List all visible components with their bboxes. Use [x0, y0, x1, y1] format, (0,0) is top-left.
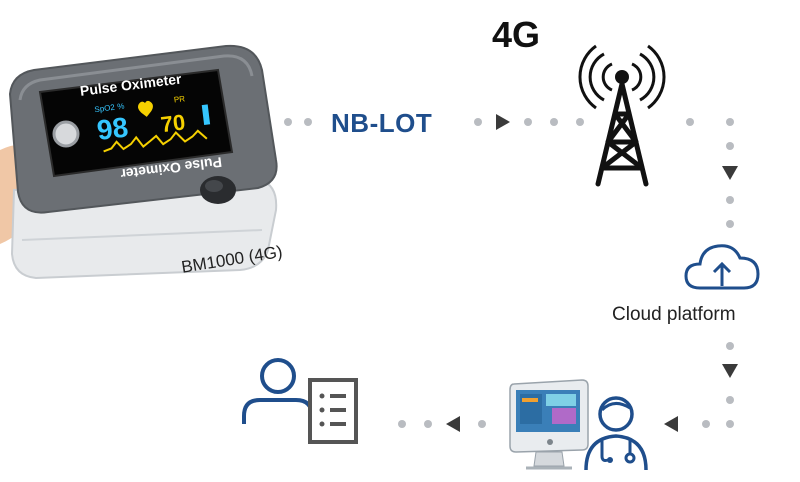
arrow-left-icon — [664, 416, 678, 432]
patient-record-icon — [242, 358, 358, 444]
flow-dot — [686, 118, 694, 126]
pr-value: 70 — [159, 109, 186, 137]
pleth-waveform — [103, 129, 208, 153]
link-label-part2: -LOT — [369, 108, 433, 138]
flow-dot — [524, 118, 532, 126]
doctor-icon — [584, 396, 648, 471]
link-label-part1: NB — [331, 108, 370, 138]
flow-dot — [284, 118, 292, 126]
device-screen — [38, 68, 234, 178]
flow-dot — [726, 342, 734, 350]
flow-dot — [474, 118, 482, 126]
flow-dot — [726, 118, 734, 126]
computer-monitor-icon — [509, 379, 589, 470]
tower-label: 4G — [492, 14, 541, 55]
heart-icon — [138, 100, 153, 117]
flow-dot — [726, 396, 734, 404]
arrow-down-icon — [722, 166, 738, 180]
flow-dot — [726, 420, 734, 428]
flow-dot — [576, 118, 584, 126]
arrow-right-icon — [496, 114, 510, 130]
spo2-label: SpO2 — [94, 103, 116, 114]
arrow-left-icon — [446, 416, 460, 432]
flow-dot — [550, 118, 558, 126]
link-label: NB-LOT — [331, 108, 432, 139]
flow-dot — [726, 196, 734, 204]
flow-dot — [424, 420, 432, 428]
cell-tower-icon — [578, 44, 666, 187]
power-button — [52, 120, 80, 148]
pulse-oximeter-device: Pulse Oximeter SpO2 % PR 98 70 Pulse Oxi… — [0, 44, 278, 280]
spo2-unit: % — [117, 102, 125, 112]
cloud-platform-label: Cloud platform — [612, 304, 736, 325]
spo2-value: 98 — [95, 111, 130, 146]
signal-bar — [201, 104, 211, 125]
flow-dot — [478, 420, 486, 428]
flow-dot — [726, 220, 734, 228]
flow-dot — [398, 420, 406, 428]
flow-dot — [702, 420, 710, 428]
arrow-down-icon — [722, 364, 738, 378]
flow-dot — [304, 118, 312, 126]
pr-label: PR — [173, 94, 185, 104]
cloud-upload-icon — [684, 244, 760, 290]
flow-dot — [726, 142, 734, 150]
